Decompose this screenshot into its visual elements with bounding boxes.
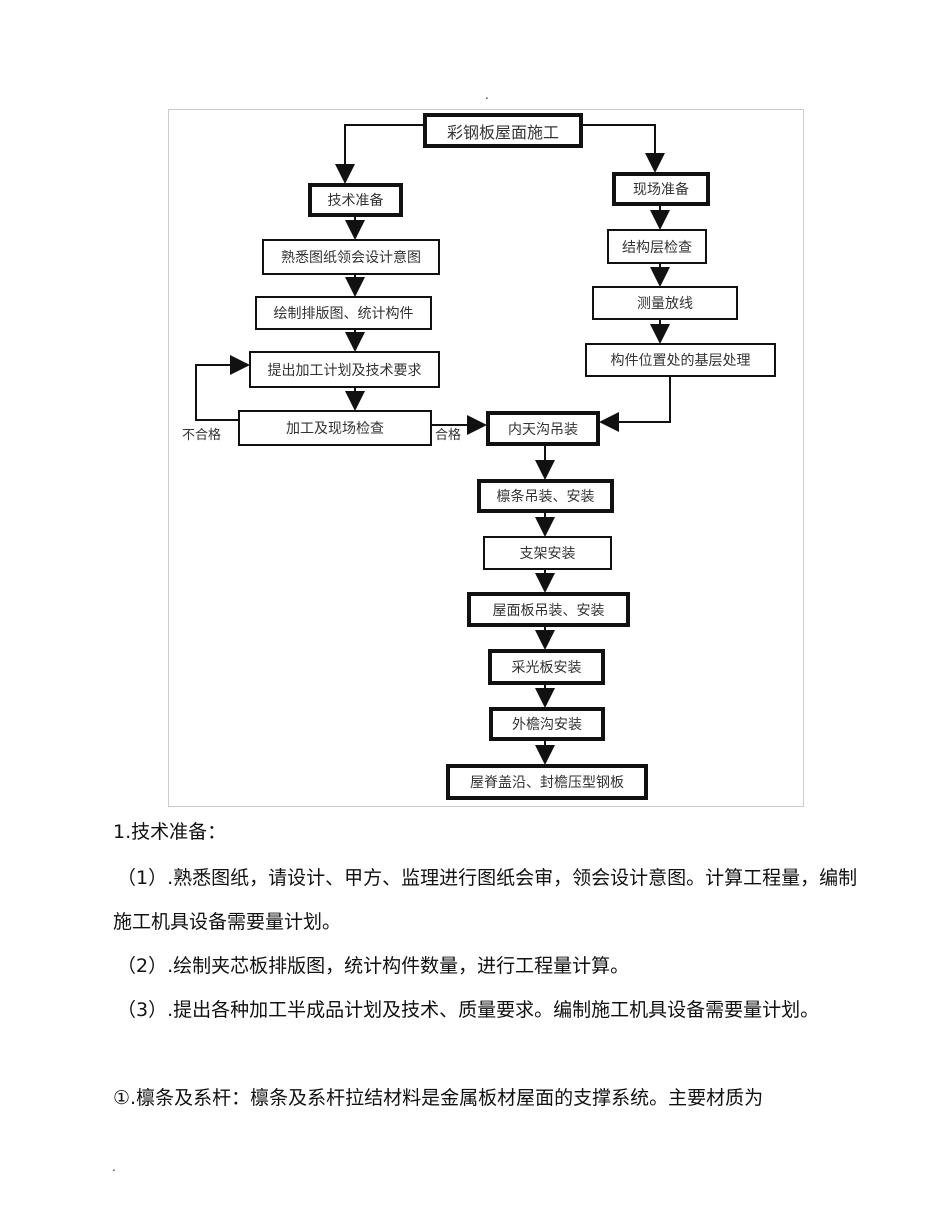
flow-left-4: 提出加工计划及技术要求 bbox=[249, 351, 440, 388]
paragraph-3: （3）.提出各种加工半成品计划及技术、质量要求。编制施工机具设备需要量计划。 bbox=[117, 999, 820, 1021]
flow-center-6: 外檐沟安装 bbox=[489, 707, 605, 741]
fail-label: 不合格 bbox=[182, 428, 222, 443]
paragraph-1: （1）.熟悉图纸，请设计、甲方、监理进行图纸会审，领会设计意图。计算工程量，编制… bbox=[113, 867, 858, 933]
flow-right-2: 结构层检查 bbox=[607, 229, 707, 264]
header-dot: . bbox=[485, 88, 489, 102]
flow-right-1: 现场准备 bbox=[612, 172, 710, 206]
flow-center-5: 采光板安装 bbox=[488, 649, 605, 685]
paragraph-4: ①.檩条及系杆：檩条及系杆拉结材料是金属板材屋面的支撑系统。主要材质为 bbox=[113, 1087, 764, 1109]
flow-left-5: 加工及现场检查 bbox=[238, 410, 432, 446]
flow-root: 彩钢板屋面施工 bbox=[423, 113, 583, 148]
flow-center-3: 支架安装 bbox=[483, 536, 612, 570]
flow-center-1: 内天沟吊装 bbox=[486, 411, 600, 446]
flowchart-frame bbox=[168, 109, 804, 807]
flow-center-7: 屋脊盖沿、封檐压型钢板 bbox=[446, 764, 648, 800]
flow-right-3: 测量放线 bbox=[592, 286, 738, 320]
footer-dot: . bbox=[112, 1160, 116, 1174]
flow-center-4: 屋面板吊装、安装 bbox=[467, 592, 630, 627]
pass-label: 合格 bbox=[435, 428, 462, 443]
flow-center-2: 檩条吊装、安装 bbox=[477, 479, 614, 513]
section-heading: 1.技术准备： bbox=[113, 821, 227, 843]
paragraph-2: （2）.绘制夹芯板排版图，统计构件数量，进行工程量计算。 bbox=[117, 955, 630, 977]
flow-right-4: 构件位置处的基层处理 bbox=[585, 343, 776, 377]
flow-left-2: 熟悉图纸领会设计意图 bbox=[262, 239, 440, 275]
flow-left-1: 技术准备 bbox=[308, 183, 403, 217]
flow-left-3: 绘制排版图、统计构件 bbox=[255, 296, 432, 330]
